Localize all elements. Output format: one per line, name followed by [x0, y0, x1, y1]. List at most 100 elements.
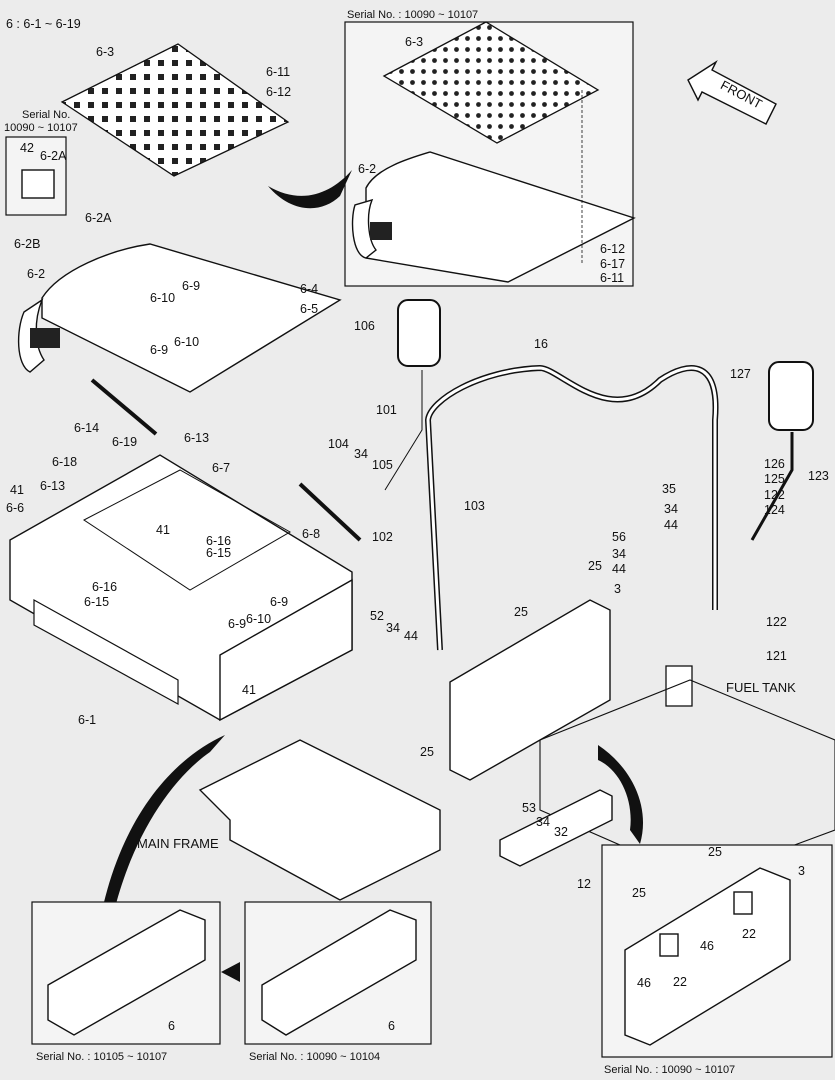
label-121: 121 — [766, 649, 787, 663]
label-6-16-left: 6-16 — [92, 580, 117, 594]
front-arrow: FRONT — [687, 60, 777, 125]
label-6-9-base-2: 6-9 — [228, 617, 246, 631]
swap-arrow-bottom — [100, 735, 225, 920]
label-6-11: 6-11 — [266, 65, 290, 79]
label-25-inset-1: 25 — [708, 845, 722, 859]
label-41-mid: 41 — [156, 523, 170, 537]
label-34-d: 34 — [386, 621, 400, 635]
label-34-a: 34 — [354, 447, 368, 461]
label-101: 101 — [376, 403, 397, 417]
label-6-9-top: 6-9 — [182, 279, 200, 293]
label-22-inset-b: 22 — [673, 975, 687, 989]
label-46-inset-a: 46 — [700, 939, 714, 953]
label-44-a: 44 — [664, 518, 678, 532]
mirror-left — [397, 299, 441, 367]
label-44-c: 44 — [404, 629, 418, 643]
label-25-b: 25 — [514, 605, 528, 619]
label-122-top: 122 — [764, 488, 785, 502]
label-102: 102 — [372, 530, 393, 544]
label-6-2: 6-2 — [27, 267, 45, 281]
label-6-inset-left: 6 — [168, 1019, 175, 1033]
cover — [41, 243, 342, 393]
swap-arrow-top — [268, 170, 352, 209]
fuel-tank-filler — [665, 665, 693, 707]
label-6-2-inset: 6-2 — [358, 162, 376, 176]
label-16: 16 — [534, 337, 548, 351]
label-6-2A: 6-2A — [85, 211, 112, 225]
range-label: 6 : 6-1 ~ 6-19 — [6, 17, 81, 31]
cover-inset — [365, 151, 636, 283]
label-32: 32 — [554, 825, 568, 839]
label-6-10-base: 6-10 — [246, 612, 271, 626]
label-6-2B: 6-2B — [14, 237, 40, 251]
inset-bottom-right: 25 25 3 22 46 22 46 Serial No. : 10090 ~… — [601, 844, 833, 1076]
label-6-3: 6-3 — [96, 45, 114, 59]
floor-plate — [60, 43, 290, 177]
label-41-bottom: 41 — [242, 683, 256, 697]
label-6-9-base: 6-9 — [270, 595, 288, 609]
label-6-10-bottom: 6-10 — [174, 335, 199, 349]
inset-left-serial-1: Serial No. — [22, 109, 70, 121]
label-25-c: 25 — [420, 745, 434, 759]
label-104: 104 — [328, 437, 349, 451]
inset-bottom-left: 6 Serial No. : 10105 ~ 10107 — [31, 901, 221, 1063]
label-42: 42 — [20, 141, 34, 155]
label-6-11-inset: 6-11 — [600, 271, 624, 285]
inset-bottom-left-serial: Serial No. : 10105 ~ 10107 — [36, 1051, 167, 1063]
floor-plate-inset — [382, 21, 600, 144]
cab-base — [9, 454, 353, 721]
main-frame — [198, 739, 441, 901]
label-53: 53 — [522, 801, 536, 815]
label-123: 123 — [808, 469, 829, 483]
label-6-4: 6-4 — [300, 282, 318, 296]
inset-left-serial-2: 10090 ~ 10107 — [4, 122, 78, 134]
label-6-12: 6-12 — [266, 85, 291, 99]
label-6-17-inset: 6-17 — [600, 257, 625, 271]
label-12: 12 — [577, 877, 591, 891]
label-127: 127 — [730, 367, 751, 381]
label-44-b: 44 — [612, 562, 626, 576]
label-124: 124 — [764, 503, 785, 517]
label-6-16-right: 6-16 — [206, 534, 231, 548]
label-46-inset-b: 46 — [637, 976, 651, 990]
label-6-14: 6-14 — [74, 421, 99, 435]
label-3-inset: 3 — [798, 864, 805, 878]
label-6-2A-inset: 6-2A — [40, 149, 67, 163]
label-52: 52 — [370, 609, 384, 623]
label-6-9-bottom: 6-9 — [150, 343, 168, 357]
inset-bottom-right-serial: Serial No. : 10090 ~ 10107 — [604, 1064, 735, 1076]
main-frame-label: MAIN FRAME — [137, 836, 219, 851]
label-122-bottom: 122 — [766, 615, 787, 629]
label-6-12-inset: 6-12 — [600, 242, 625, 256]
inset-bottom-middle: 6 Serial No. : 10090 ~ 10104 — [244, 901, 432, 1063]
label-56: 56 — [612, 530, 626, 544]
fuel-tank-label: FUEL TANK — [726, 680, 796, 695]
label-6-15-left: 6-15 — [84, 595, 109, 609]
label-6-15-right: 6-15 — [206, 546, 231, 560]
label-6-13-left: 6-13 — [40, 479, 65, 493]
pointer-triangle — [221, 962, 240, 982]
label-3: 3 — [614, 582, 621, 596]
label-25-inset-2: 25 — [632, 886, 646, 900]
label-106: 106 — [354, 319, 375, 333]
label-6-18: 6-18 — [52, 455, 77, 469]
label-34-e: 34 — [536, 815, 550, 829]
label-125: 125 — [764, 472, 785, 486]
label-34-c: 34 — [612, 547, 626, 561]
inset-top-right-serial: Serial No. : 10090 ~ 10107 — [347, 9, 478, 21]
label-25-a: 25 — [588, 559, 602, 573]
bracket — [499, 789, 613, 867]
label-6-13-top: 6-13 — [184, 431, 209, 445]
swap-arrow-right — [598, 745, 644, 844]
label-6-1: 6-1 — [78, 713, 96, 727]
label-41-top: 41 — [10, 483, 24, 497]
label-22-inset-a: 22 — [742, 927, 756, 941]
label-6-inset-middle: 6 — [388, 1019, 395, 1033]
inset-left-small: Serial No. 10090 ~ 10107 42 6-2A — [4, 109, 78, 216]
label-6-3-inset: 6-3 — [405, 35, 423, 49]
inset-bottom-middle-serial: Serial No. : 10090 ~ 10104 — [249, 1051, 380, 1063]
side-panel — [449, 599, 611, 781]
label-126: 126 — [764, 457, 785, 471]
label-6-6: 6-6 — [6, 501, 24, 515]
